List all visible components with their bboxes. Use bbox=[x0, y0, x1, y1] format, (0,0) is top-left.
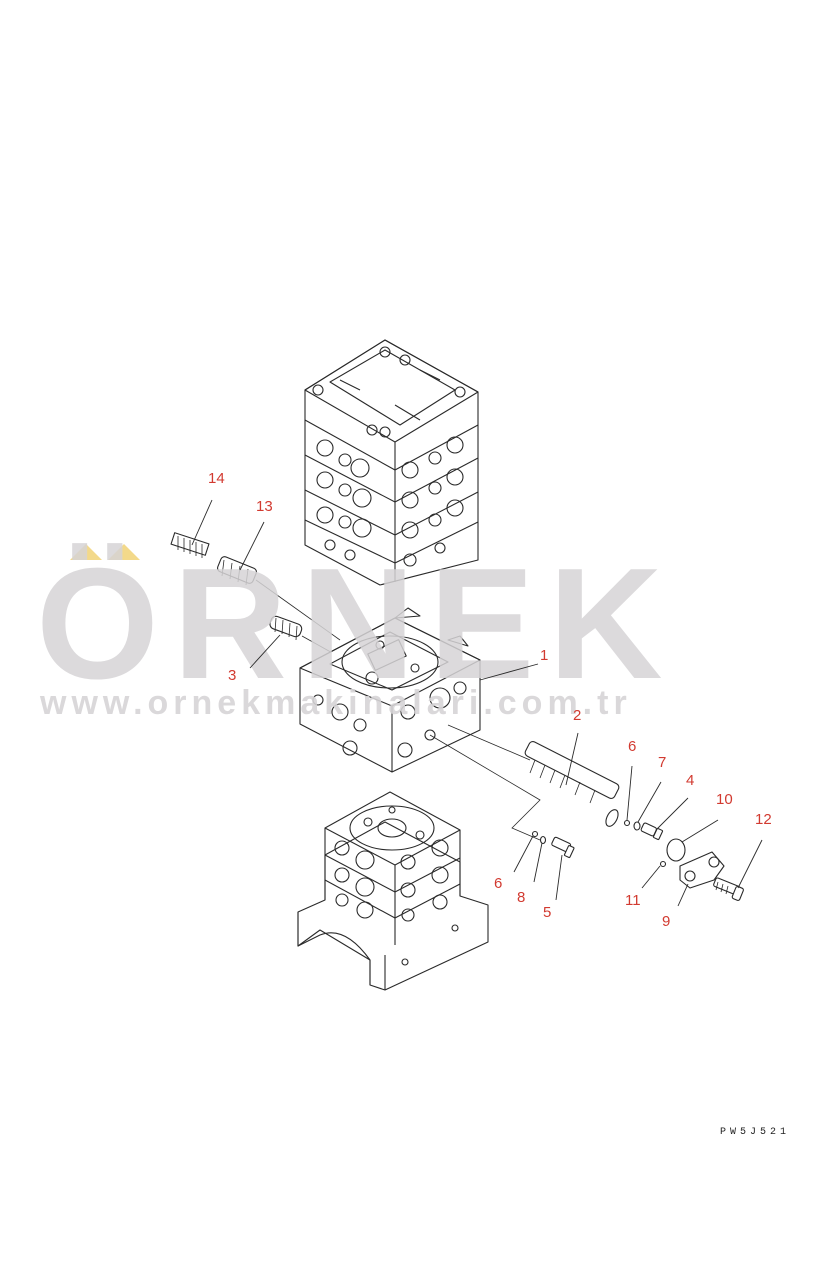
assembly-line-13 bbox=[255, 579, 341, 641]
assembly-line-spool bbox=[447, 724, 531, 761]
callout-14: 14 bbox=[208, 470, 225, 487]
callout-4: 4 bbox=[686, 772, 694, 789]
callout-3: 3 bbox=[228, 667, 236, 684]
part-6-oring-right bbox=[623, 819, 631, 827]
callout-7: 7 bbox=[658, 754, 666, 771]
watermark-accent-right bbox=[108, 544, 140, 560]
part-3-spring bbox=[269, 615, 303, 641]
callout-8: 8 bbox=[517, 889, 525, 906]
callout-13: 13 bbox=[256, 498, 273, 515]
callout-9: 9 bbox=[662, 913, 670, 930]
watermark-url: www.ornekmakinalari.com.tr bbox=[39, 684, 632, 722]
watermark: ÖRNEK www.ornekmakinalari.com.tr bbox=[36, 536, 677, 722]
part-14-spring bbox=[170, 532, 210, 558]
leader-lines bbox=[191, 499, 763, 907]
callout-2: 2 bbox=[573, 707, 581, 724]
callout-6-left: 6 bbox=[494, 875, 502, 892]
callout-5: 5 bbox=[543, 904, 551, 921]
part-9-cover bbox=[679, 851, 725, 889]
lower-valve-stack bbox=[297, 791, 489, 991]
part-5-plug bbox=[551, 836, 575, 859]
callout-1: 1 bbox=[540, 647, 548, 664]
callouts: 14 13 3 1 2 6 7 4 10 12 6 8 5 11 9 bbox=[208, 470, 772, 930]
part-8-ring bbox=[539, 835, 547, 845]
upper-valve-stack bbox=[304, 339, 479, 586]
drawing-code: PW5J521 bbox=[720, 1127, 790, 1138]
assembly-line-lower bbox=[429, 734, 541, 841]
callout-11: 11 bbox=[625, 892, 641, 909]
part-13-spring bbox=[217, 556, 257, 586]
callout-10: 10 bbox=[716, 791, 733, 808]
callout-12: 12 bbox=[755, 811, 772, 828]
part-6-oring-left bbox=[531, 830, 539, 838]
part-10-oring bbox=[666, 838, 686, 862]
part-2-spool bbox=[524, 741, 620, 827]
watermark-accent-left bbox=[70, 544, 102, 560]
watermark-brand: ÖRNEK bbox=[36, 536, 677, 712]
part-4-plug bbox=[640, 822, 664, 841]
callout-6-right: 6 bbox=[628, 738, 636, 755]
part-11-oring bbox=[659, 860, 667, 868]
part-1-valve-section bbox=[299, 607, 481, 773]
part-12-bolt bbox=[713, 877, 744, 901]
part-7-ring bbox=[633, 821, 641, 831]
